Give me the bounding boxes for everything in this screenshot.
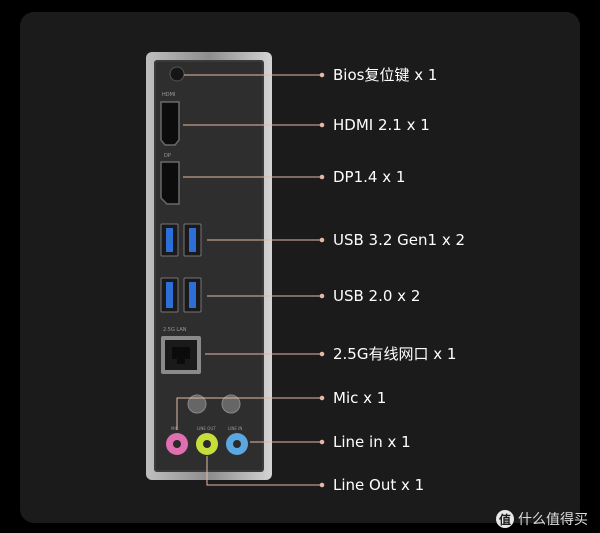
watermark-text: 什么值得买 — [518, 512, 588, 528]
line-in-jack — [226, 433, 248, 455]
label-bios-reset: Bios复位键 x 1 — [333, 66, 438, 84]
screw-holes — [187, 394, 241, 414]
label-lan: 2.5G有线网口 x 1 — [333, 345, 457, 363]
watermark-logo-icon: 值 — [496, 510, 514, 528]
label-dp: DP1.4 x 1 — [333, 168, 406, 186]
leader-dot-usb32 — [319, 237, 325, 243]
label-usb20: USB 2.0 x 2 — [333, 287, 421, 305]
background-card — [20, 12, 580, 523]
mic-jack — [166, 433, 188, 455]
line-out-mark: LINE OUT — [197, 426, 216, 431]
leader-dot-usb20 — [319, 293, 325, 299]
line-in-mark: LINE IN — [228, 426, 242, 431]
dp-port — [160, 161, 180, 205]
lan-port — [161, 336, 201, 374]
label-line-in: Line in x 1 — [333, 433, 411, 451]
hdmi-port — [160, 101, 180, 146]
usb32-ports — [160, 223, 202, 257]
label-line-out: Line Out x 1 — [333, 476, 425, 494]
mic-mark: MIC — [171, 426, 179, 431]
leader-dot-bios — [319, 72, 325, 78]
leader-dot-mic — [319, 395, 325, 401]
label-usb32: USB 3.2 Gen1 x 2 — [333, 231, 466, 249]
label-hdmi: HDMI 2.1 x 1 — [333, 116, 430, 134]
bios-reset-button — [169, 66, 185, 82]
leader-dot-dp — [319, 174, 325, 180]
label-mic: Mic x 1 — [333, 389, 387, 407]
leader-dot-lan — [319, 351, 325, 357]
line-out-jack — [196, 433, 218, 455]
lan-mark: 2.5G LAN — [163, 327, 187, 333]
hdmi-mark: HDMI — [162, 92, 175, 98]
dp-mark: DP — [164, 153, 171, 159]
leader-line-line-out — [206, 456, 322, 486]
leader-dot-line-out — [319, 482, 325, 488]
watermark: 值 什么值得买 — [496, 509, 588, 529]
leader-dot-hdmi — [319, 122, 325, 128]
leader-dot-line-in — [319, 439, 325, 445]
usb20-ports — [160, 277, 202, 313]
leader-line-mic — [176, 397, 322, 430]
